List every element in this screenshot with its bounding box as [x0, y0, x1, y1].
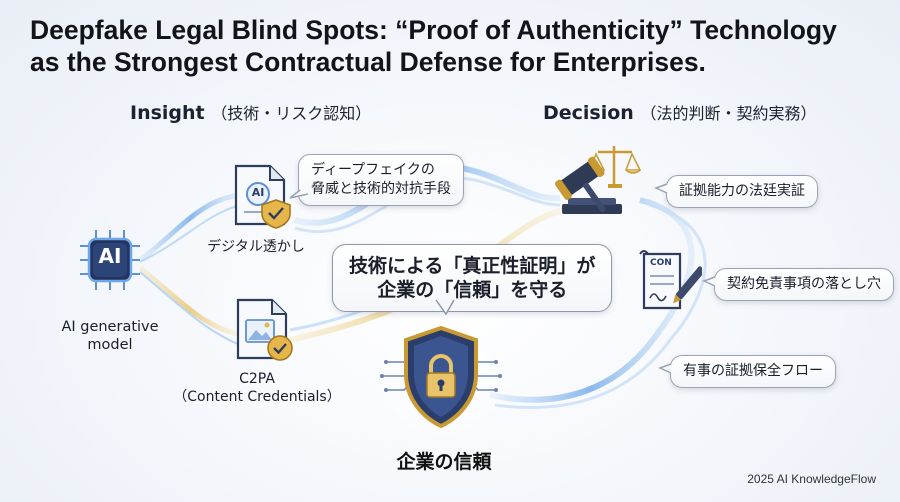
- ai-chip-text: AI: [98, 244, 122, 268]
- ai-chip-icon: [76, 226, 144, 294]
- gavel-scales-icon: [552, 140, 644, 222]
- c2pa-document-icon: [234, 296, 296, 366]
- contract-doc-text: CON: [650, 258, 672, 268]
- decision-heading: Decision （法的判断・契約実務）: [543, 102, 817, 124]
- title-line-1: Deepfake Legal Blind Spots: “Proof of Au…: [30, 15, 837, 45]
- shield-lock-icon: [378, 322, 504, 432]
- evidence-preservation-bubble: 有事の証拠保全フロー: [670, 355, 836, 388]
- c2pa-label: C2PA （Content Credentials）: [173, 371, 341, 405]
- contract-disclaimer-bubble: 契約免責事項の落とし穴: [714, 268, 894, 301]
- page-title: Deepfake Legal Blind Spots: “Proof of Au…: [30, 14, 870, 78]
- threat-bubble: ディープフェイクの 脅威と技術的対抗手段: [298, 154, 464, 206]
- watermark-document-icon: [232, 162, 294, 232]
- evidence-bubble: 証拠能力の法廷実証: [666, 175, 818, 208]
- watermark-doc-badge: AI: [251, 186, 265, 199]
- contract-document-icon: [636, 248, 705, 316]
- center-message-bubble: 技術による「真正性証明」が 企業の「信頼」を守る: [332, 244, 613, 312]
- enterprise-trust-label: 企業の信頼: [396, 451, 492, 473]
- insight-heading: Insight （技術・リスク認知）: [130, 102, 372, 124]
- footer-credit: 2025 AI KnowledgeFlow: [747, 472, 876, 486]
- watermark-label: デジタル透かし: [207, 239, 305, 255]
- title-line-2: as the Strongest Contractual Defense for…: [30, 47, 706, 77]
- ai-model-label: AI generative model: [61, 319, 159, 353]
